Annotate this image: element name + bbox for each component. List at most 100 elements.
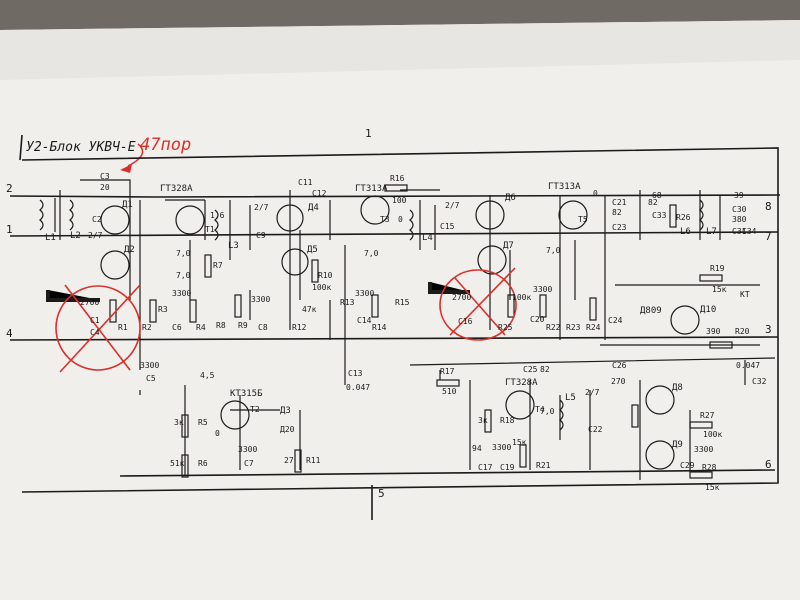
voltage-1-6: 1,6	[210, 211, 225, 220]
resistor-r25: R25	[498, 323, 513, 332]
capacitor-c7: C7	[244, 459, 254, 468]
resistor-r20: R20	[735, 327, 750, 336]
resistor-r11: R11	[306, 456, 321, 465]
voltage-0-c: 0	[593, 189, 598, 198]
resistor-r28-value: 15к	[705, 483, 720, 492]
capacitor-c3-value: 20	[100, 183, 110, 192]
inductor-l6: L6	[680, 227, 691, 237]
transistor-t3-id: T3	[380, 215, 390, 224]
resistor-r17: R17	[440, 367, 455, 376]
capacitor-c29: C29	[680, 461, 695, 470]
terminal-4: 4	[6, 327, 13, 340]
sheet-title: У2-Блок УКВЧ-Е	[26, 140, 136, 155]
diode-d6: Д6	[505, 193, 516, 203]
capacitor-c2: C2	[92, 215, 102, 224]
resistor-r15: R15	[395, 298, 410, 307]
capacitor-c4: C4	[90, 328, 100, 337]
capacitor-labels: C1 2700 C2 C3 20 C4 C5 3300 C6 3300 C7 3…	[80, 172, 767, 472]
resistor-r5-value: 3к	[174, 418, 184, 427]
resistor-r6: R6	[198, 459, 208, 468]
resistor-r22: R22	[546, 323, 561, 332]
capacitor-c34: C34	[742, 227, 757, 236]
page-mark: 1	[365, 127, 372, 140]
capacitor-c30: C30	[732, 205, 747, 214]
resistor-r1: R1	[118, 323, 128, 332]
resistor-r25-value: 100к	[512, 293, 531, 302]
capacitor-c32: C32	[752, 377, 767, 386]
resistor-r20-value: 390	[706, 327, 721, 336]
capacitor-c15-value: 2/7	[445, 201, 460, 210]
resistor-r19-value: 15к	[712, 285, 727, 294]
capacitor-c5-value: 3300	[140, 361, 159, 370]
terminal-1: 1	[6, 223, 13, 236]
resistor-r17-value: 510	[442, 387, 457, 396]
resistor-r27: R27	[700, 411, 715, 420]
capacitor-c29-value: 3300	[694, 445, 713, 454]
capacitor-c19: C19	[500, 463, 515, 472]
transistor-t3-type: ГТ313А	[355, 184, 388, 194]
transistor-t1-type: ГТ328А	[160, 184, 193, 194]
resistor-labels: R1 R2 R3 R4 R5 3к R6 51к R7 R8 R9 R10 10…	[118, 174, 750, 492]
bottom-mark: 5	[378, 487, 385, 500]
red-annotations	[55, 267, 517, 373]
trimmer-cap-2-7-b: 2/7	[254, 203, 269, 212]
capacitor-c15: C15	[440, 222, 455, 231]
inductor-l5: L5	[565, 393, 576, 403]
resistor-r11-value: 27	[284, 456, 294, 465]
voltage-7-0-c: 7,0	[364, 249, 379, 258]
capacitor-c33: C33	[652, 211, 667, 220]
inductor-l2: L2	[70, 231, 81, 241]
resistor-r24: R24	[586, 323, 601, 332]
capacitor-c3: C3	[100, 172, 110, 181]
transistor-t1-id: T1	[205, 225, 215, 234]
capacitor-c17-value: 94	[472, 444, 482, 453]
capacitor-c6-value: 3300	[172, 289, 191, 298]
terminal-8: 8	[765, 200, 772, 213]
inductor-l1: L1	[45, 233, 56, 243]
capacitor-c17: C17	[478, 463, 493, 472]
capacitor-c26-value: 270	[611, 377, 626, 386]
voltage-7-0-b: 7,0	[176, 271, 191, 280]
diode-d9: Д9	[672, 440, 683, 450]
trimmer-cap-2-7: 2/7	[88, 231, 103, 240]
inductor-l7: L7	[706, 227, 717, 237]
resistor-r5: R5	[198, 418, 208, 427]
capacitor-c1: C1	[90, 316, 100, 325]
capacitor-c1-value: 2700	[80, 298, 99, 307]
capacitor-c12: C12	[312, 189, 327, 198]
capacitor-c22-value: 2/7	[585, 388, 600, 397]
capacitor-c8: C8	[258, 323, 268, 332]
diode-d20: Д20	[280, 425, 295, 434]
capacitor-c25-value: 82	[540, 365, 550, 374]
resistor-r13-value: 47к	[302, 305, 317, 314]
resistor-r19: R19	[710, 264, 725, 273]
voltage-7-0-e: 7,0	[540, 407, 555, 416]
capacitor-c34-value: 39	[734, 191, 744, 200]
capacitor-c6: C6	[172, 323, 182, 332]
capacitor-c24: C24	[608, 316, 623, 325]
transistor-t4-id: T4	[535, 405, 545, 414]
capacitor-c13-value: 0.047	[346, 383, 370, 392]
capacitor-c33-value: 68	[652, 191, 662, 200]
capacitor-c25: C25	[523, 365, 538, 374]
resistor-r14: R14	[372, 323, 387, 332]
resistor-r4: R4	[196, 323, 206, 332]
capacitor-c5: C5	[146, 374, 156, 383]
capacitor-c21-value: 82	[612, 208, 622, 217]
wiring	[54, 179, 776, 480]
terminal-6: 6	[765, 458, 772, 471]
voltage-7-0-d: 7,0	[546, 246, 561, 255]
diode-d7: Д7	[503, 241, 514, 251]
component-symbols	[39, 184, 733, 479]
resistor-r16: R16	[390, 174, 405, 183]
capacitor-c23-value: 82	[648, 198, 658, 207]
diode-d2: Д2	[124, 245, 135, 255]
diode-d10: Д10	[700, 305, 716, 315]
misc-labels: 2/7 2/7 7,0 7,0 7,0 7,0 7,0 4,5 0 0 0 1,…	[88, 189, 750, 438]
capacitor-c19-value: 3300	[492, 443, 511, 452]
capacitor-c11: C11	[298, 178, 313, 187]
transistor-t2-type: КТ315Б	[230, 389, 263, 399]
diode-d809: Д809	[640, 306, 662, 316]
resistor-r10: R10	[318, 271, 333, 280]
capacitor-c13: C13	[348, 369, 363, 378]
